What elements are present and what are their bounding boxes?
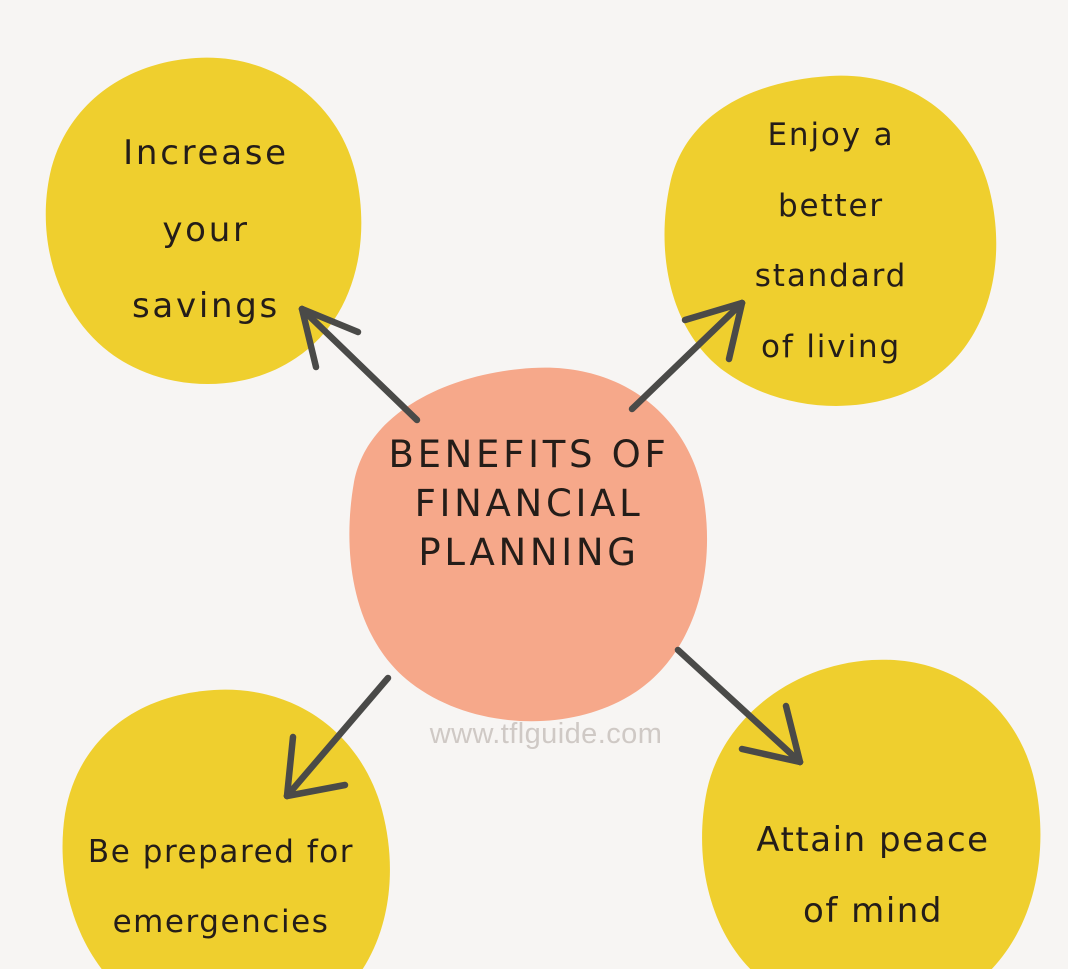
node-label-peace-of-mind: Attain peace of mind [756, 820, 990, 932]
connector-hub-to-better-standard-of-living [628, 299, 746, 413]
hub-label: BENEFITS OF FINANCIAL PLANNING [388, 433, 670, 575]
node-shape-hub [349, 367, 708, 722]
node-label-increase-savings: Increase your savings [123, 133, 289, 326]
node-shape-prepared-for-emergencies [62, 689, 390, 969]
node-label-better-standard-of-living: Enjoy a better standard of living [754, 117, 908, 366]
connector-hub-to-peace-of-mind [674, 646, 804, 766]
connector-hub-to-increase-savings [298, 305, 421, 424]
watermark-url: www.tflguide.com [429, 718, 663, 750]
node-shape-peace-of-mind [702, 659, 1041, 969]
node-shape-increase-savings [45, 57, 362, 385]
node-label-prepared-for-emergencies: Be prepared for emergencies [87, 834, 355, 940]
connector-hub-to-prepared-for-emergencies [283, 674, 392, 800]
node-shape-better-standard-of-living [664, 75, 997, 406]
